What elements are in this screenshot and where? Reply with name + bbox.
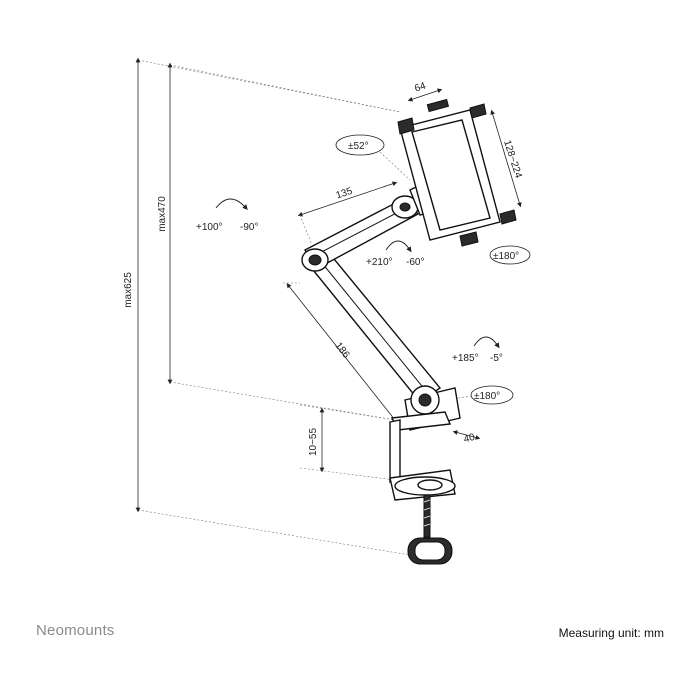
- measuring-unit: Measuring unit: mm: [558, 626, 664, 640]
- rotation-tilt: ±52°: [335, 134, 411, 181]
- dimension-64: 64: [407, 81, 443, 102]
- label-max470: max470: [157, 196, 168, 232]
- dimension-max470: max470: [157, 62, 173, 385]
- rotation-base-swivel: ±180°: [457, 385, 514, 405]
- dimension-40: 40: [452, 430, 481, 446]
- label-64: 64: [413, 81, 427, 95]
- label-mid-plus: +210°: [366, 257, 393, 268]
- dimension-max625: max625: [123, 57, 141, 513]
- label-135: 135: [335, 186, 355, 202]
- label-elbow-minus: -90°: [240, 222, 258, 233]
- dimension-128-224: 128~224: [490, 109, 524, 208]
- desk-mount: [301, 98, 517, 565]
- label-base-minus: -5°: [490, 353, 503, 364]
- label-128-224: 128~224: [501, 139, 524, 180]
- dimension-10-55: 10~55: [308, 407, 325, 473]
- label-head-rotate: ±180°: [493, 251, 519, 262]
- label-mid-minus: -60°: [406, 257, 424, 268]
- label-base-plus: +185°: [452, 353, 479, 364]
- label-186: 186: [332, 340, 351, 360]
- rotation-mid: +210° -60°: [366, 240, 424, 268]
- brand-logo: Neomounts: [36, 622, 115, 639]
- label-elbow-plus: +100°: [196, 222, 223, 233]
- dimension-135: 135: [297, 181, 398, 246]
- label-10-55: 10~55: [308, 428, 319, 457]
- rotation-head: ±180°: [489, 245, 531, 265]
- rotation-elbow: +100° -90°: [196, 198, 258, 233]
- label-40: 40: [463, 432, 477, 446]
- label-tilt: ±52°: [348, 141, 369, 152]
- label-base-rotate: ±180°: [474, 391, 500, 402]
- rotation-base: +185° -5°: [452, 336, 503, 364]
- label-max625: max625: [123, 272, 134, 308]
